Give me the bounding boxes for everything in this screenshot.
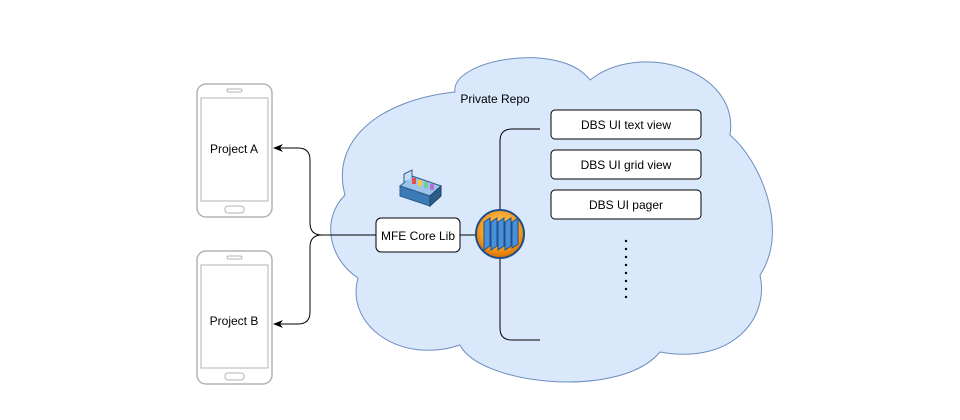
device-label-project-a: Project A (210, 142, 258, 156)
component-grid-view: DBS UI grid view (550, 149, 702, 180)
core-lib-label: MFE Core Lib (381, 229, 455, 243)
device-label-project-b: Project B (210, 314, 259, 328)
phone-project-a: Project A (196, 83, 273, 218)
more-components-ellipsis (624, 239, 628, 299)
component-label-pager: DBS UI pager (589, 198, 663, 212)
connector-to-project-a (273, 144, 376, 236)
component-label-text-view: DBS UI text view (581, 118, 671, 132)
connector-to-project-b (273, 234, 323, 328)
component-text-view: DBS UI text view (550, 109, 702, 140)
component-label-grid-view: DBS UI grid view (581, 158, 672, 172)
toolbox-icon (398, 169, 442, 208)
core-lib-node: MFE Core Lib (375, 217, 461, 253)
repository-icon (475, 209, 525, 259)
cloud-title: Private Repo (460, 92, 530, 106)
component-pager: DBS UI pager (550, 189, 702, 220)
phone-project-b: Project B (196, 250, 273, 385)
